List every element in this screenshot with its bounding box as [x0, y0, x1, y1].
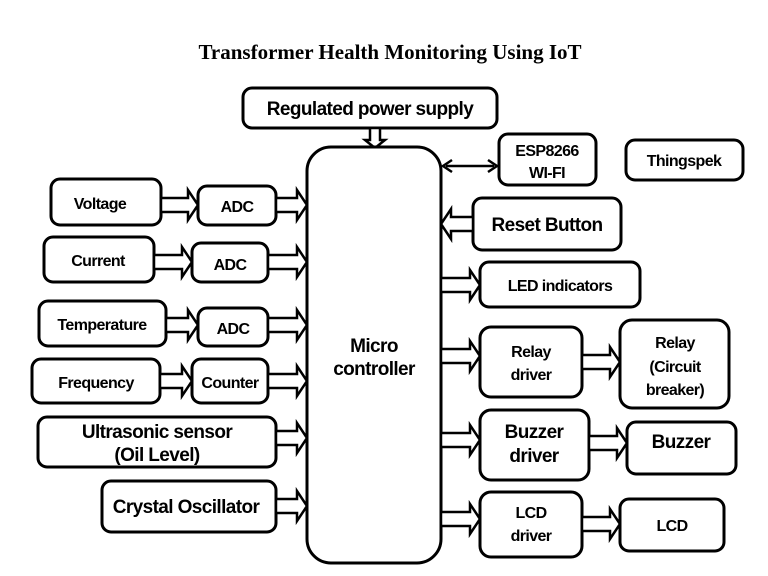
arrow-temperature-to-adc	[164, 305, 200, 345]
arrow-lcd-driver-to-lcd	[580, 504, 622, 544]
buzzer-block: Buzzer	[625, 420, 738, 476]
thingspeak-label: Thingspek	[647, 153, 722, 170]
arrow-counter-to-mcu	[266, 361, 309, 401]
arrow-current-to-adc	[152, 242, 194, 282]
wifi-link-arrowhead-right	[487, 158, 500, 174]
adc-label: ADC	[221, 199, 255, 216]
arrow-mcu-to-buzzer-driver	[439, 420, 482, 460]
adc-label: ADC	[214, 257, 248, 274]
lcd-driver-block: LCD driver	[478, 490, 584, 559]
arrow-crystal-to-mcu	[274, 486, 309, 526]
current-block: Current	[42, 235, 156, 284]
arrow-ultrasonic-to-mcu	[274, 418, 309, 458]
esp-label-1: ESP8266	[515, 143, 579, 160]
power-supply-label: Regulated power supply	[267, 99, 474, 120]
arrow-mcu-to-led	[439, 265, 482, 305]
frequency-block: Frequency	[30, 357, 162, 405]
led-indicators-label: LED indicators	[508, 278, 613, 295]
relay-label-2: (Circuit	[649, 359, 701, 376]
current-label: Current	[71, 253, 126, 270]
relay-circuit-breaker-block: Relay (Circuit breaker)	[618, 318, 731, 410]
relay-driver-label-2: driver	[511, 367, 552, 384]
ultrasonic-label-1: Ultrasonic sensor	[82, 422, 234, 443]
lcd-driver-label-2: driver	[511, 528, 552, 545]
esp-label-2: WI-FI	[529, 165, 565, 182]
voltage-block: Voltage	[49, 177, 163, 227]
temperature-block: Temperature	[37, 299, 168, 348]
arrow-voltage-to-adc	[159, 185, 200, 225]
buzzer-driver-block: Buzzer driver	[478, 408, 591, 482]
adc-block-current: ADC	[190, 241, 270, 284]
arrow-relay-driver-to-relay	[580, 342, 622, 382]
ultrasonic-label-2: (Oil Level)	[114, 445, 200, 466]
arrow-mcu-to-relay-driver	[439, 336, 482, 376]
counter-label: Counter	[201, 375, 259, 392]
relay-driver-label-1: Relay	[511, 344, 551, 361]
power-arrow	[361, 126, 389, 150]
microcontroller-label-2: controller	[333, 359, 416, 380]
arrow-adc-to-mcu	[266, 305, 309, 345]
adc-block-voltage: ADC	[196, 184, 278, 227]
microcontroller-block: Micro controller	[305, 145, 443, 565]
relay-driver-block: Relay driver	[478, 325, 584, 399]
arrow-adc-to-mcu	[266, 242, 309, 282]
adc-label: ADC	[217, 321, 251, 338]
arrow-buzzer-driver-to-buzzer	[587, 423, 629, 463]
lcd-block: LCD	[618, 497, 726, 553]
buzzer-label: Buzzer	[652, 432, 712, 453]
buzzer-driver-label-2: driver	[509, 446, 559, 467]
diagram-title: Transformer Health Monitoring Using IoT	[198, 40, 581, 64]
arrow-adc-to-mcu	[274, 185, 309, 225]
arrow-frequency-to-counter	[158, 361, 194, 401]
crystal-oscillator-block: Crystal Oscillator	[100, 479, 278, 534]
relay-label-1: Relay	[655, 335, 695, 352]
reset-button-block: Reset Button	[471, 196, 623, 252]
esp8266-wifi-block: ESP8266 WI-FI	[497, 132, 598, 187]
frequency-label: Frequency	[58, 375, 134, 392]
power-supply-block: Regulated power supply	[241, 86, 499, 130]
lcd-label: LCD	[656, 518, 687, 535]
microcontroller-label-1: Micro	[350, 336, 398, 357]
temperature-label: Temperature	[57, 317, 147, 334]
counter-block: Counter	[190, 357, 270, 405]
thingspeak-block: Thingspek	[624, 138, 745, 182]
ultrasonic-sensor-block: Ultrasonic sensor (Oil Level)	[36, 415, 278, 469]
arrow-mcu-to-lcd-driver	[439, 499, 482, 539]
buzzer-driver-label-1: Buzzer	[505, 422, 565, 443]
relay-label-3: breaker)	[646, 382, 705, 399]
reset-button-label: Reset Button	[491, 215, 602, 236]
crystal-oscillator-label: Crystal Oscillator	[113, 497, 261, 518]
voltage-label: Voltage	[74, 196, 127, 213]
wifi-link-arrowhead-left	[440, 158, 453, 174]
arrow-reset-to-mcu	[439, 204, 475, 244]
lcd-driver-label-1: LCD	[515, 505, 546, 522]
led-indicators-block: LED indicators	[478, 260, 642, 309]
adc-block-temperature: ADC	[196, 306, 270, 348]
